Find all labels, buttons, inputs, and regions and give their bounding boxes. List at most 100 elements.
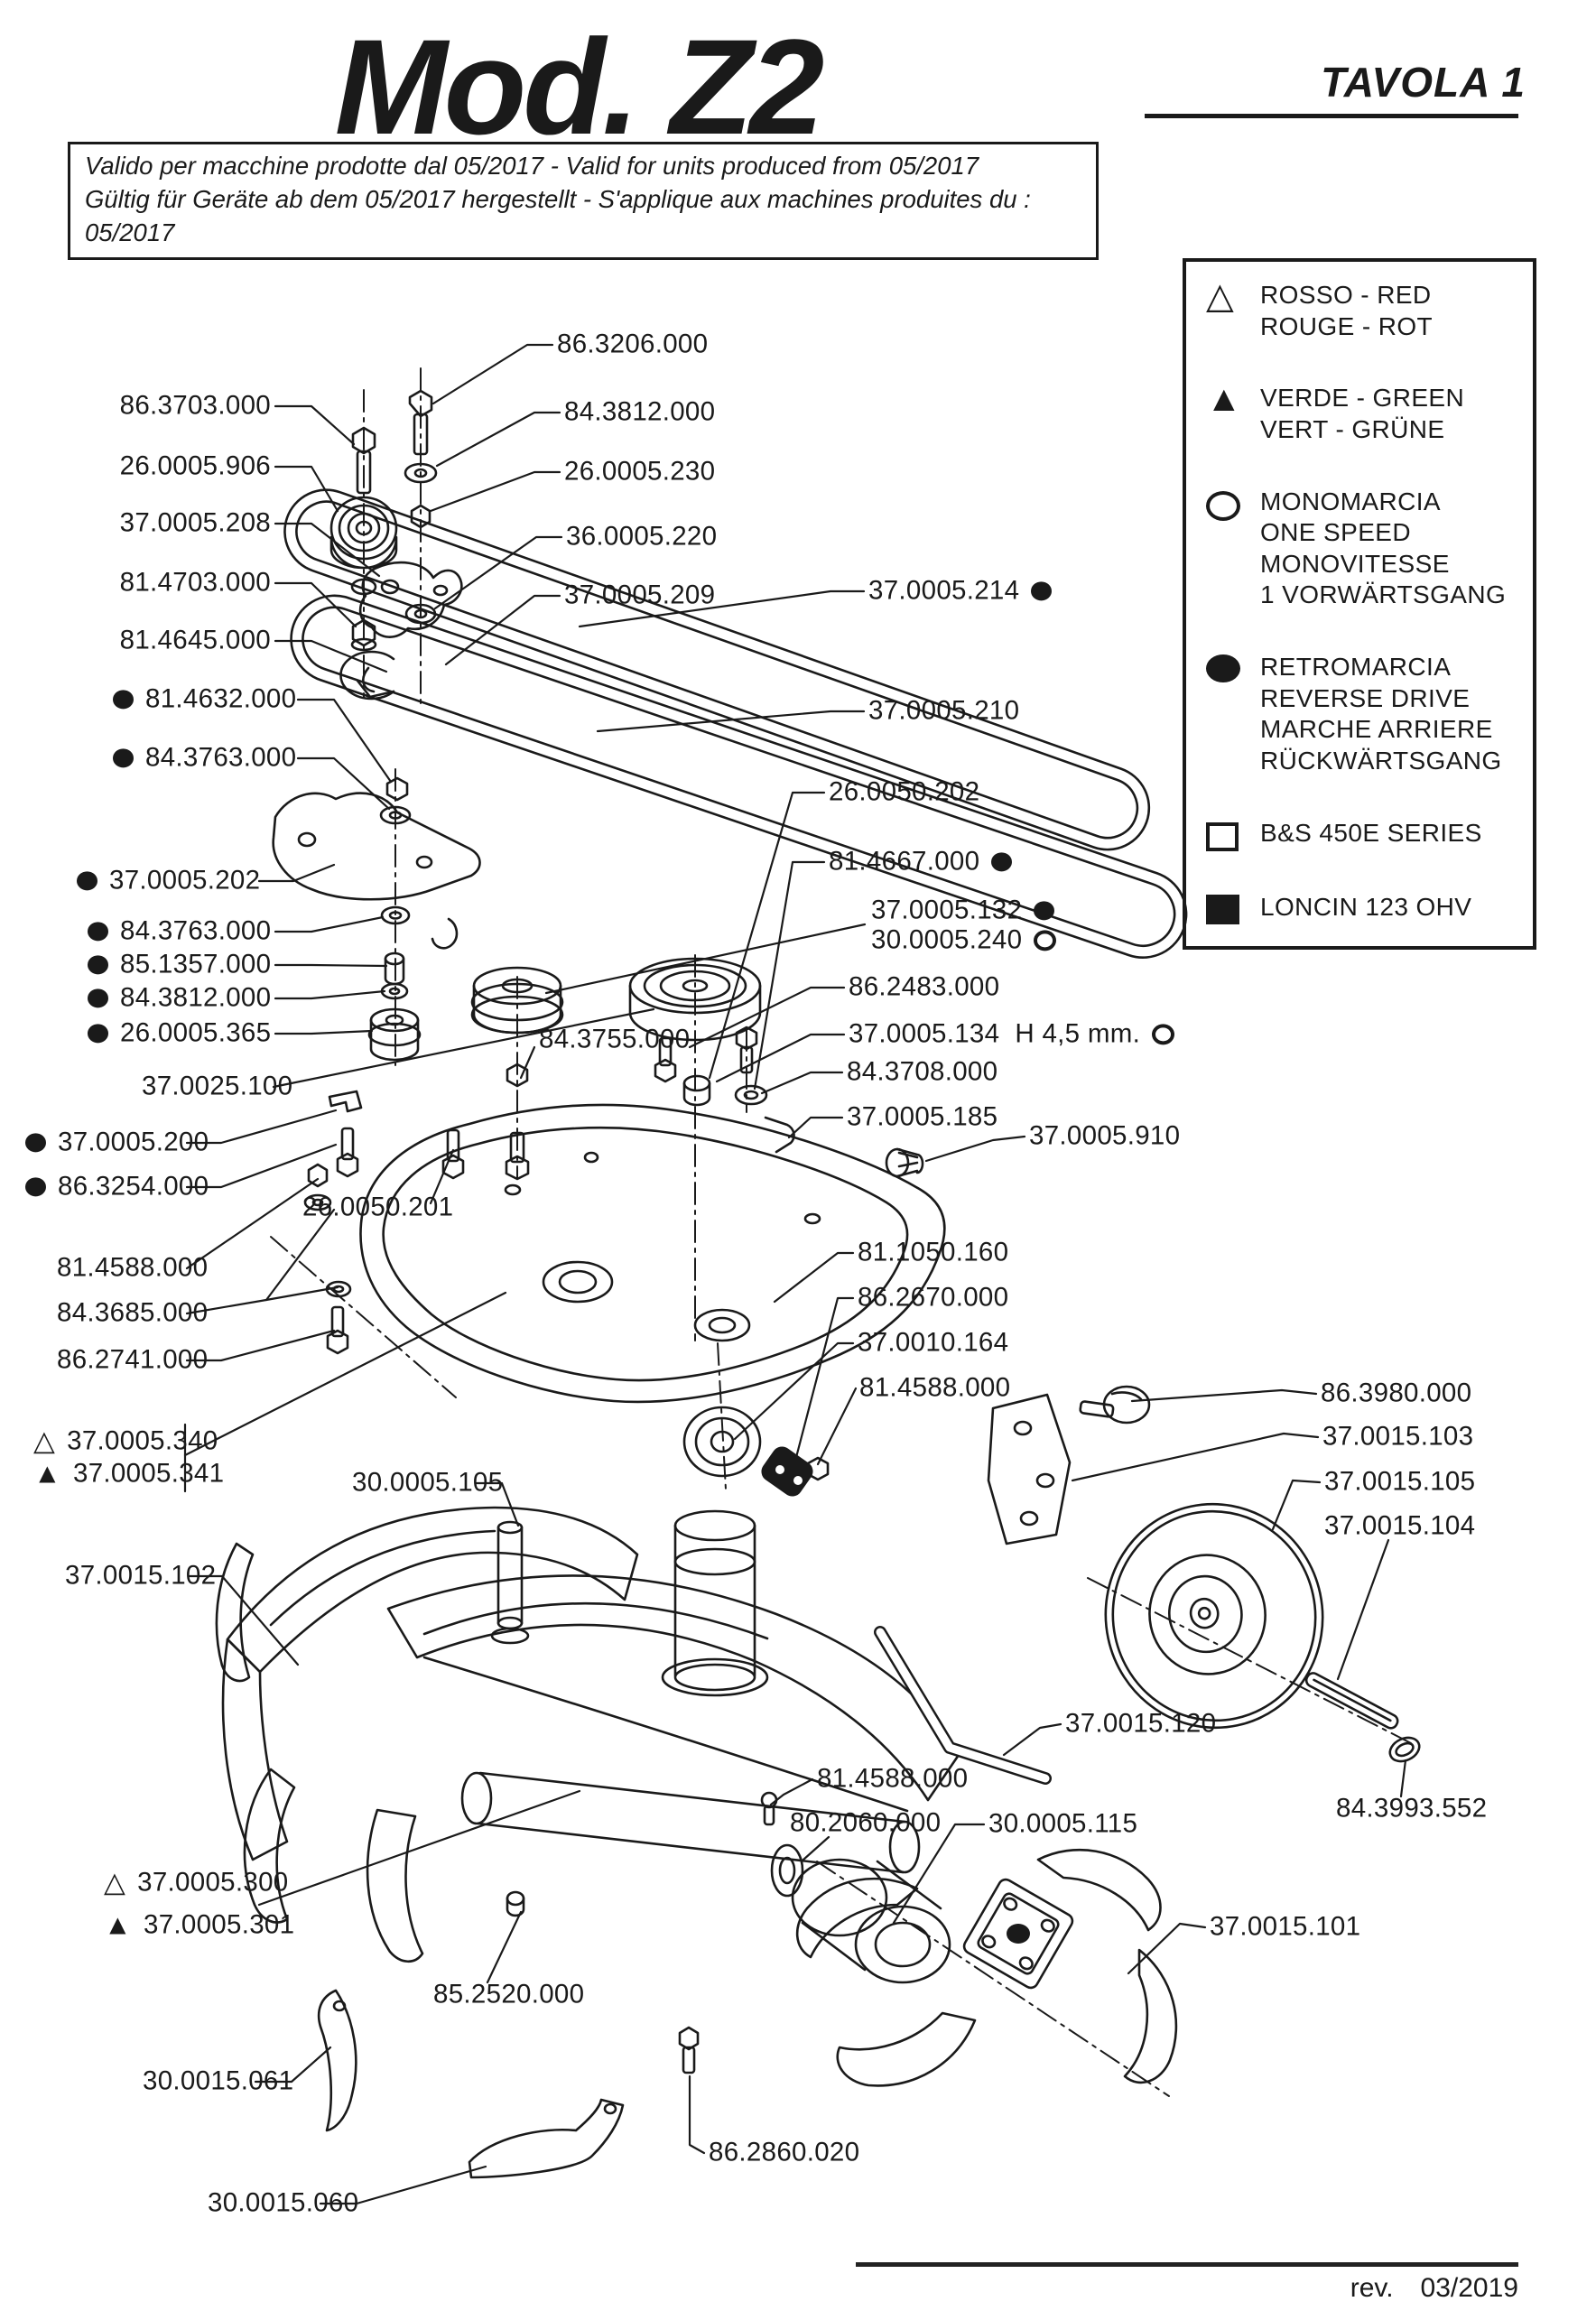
part-number-label: △ 37.0005.340 <box>33 1425 218 1456</box>
part-number-text: 81.1050.160 <box>858 1237 1009 1267</box>
part-number-text: 86.2860.020 <box>709 2137 860 2167</box>
filled-circle-icon <box>113 689 134 709</box>
part-number-label: 84.3812.000 <box>564 396 715 427</box>
part-number-label: 81.4588.000 <box>57 1252 208 1283</box>
part-number-text: 37.0005.208 <box>119 507 271 538</box>
part-number-label: 37.0005.210 <box>868 695 1019 726</box>
part-number-text: 84.3812.000 <box>564 396 716 427</box>
part-number-label: 81.4667.000 <box>829 846 1013 877</box>
part-number-label: 81.4588.000 <box>817 1763 968 1794</box>
part-number-label: 37.0025.100 <box>142 1071 292 1101</box>
legend-item-text: VERDE - GREEN VERT - GRÜNE <box>1260 384 1465 443</box>
legend-item: LONCIN 123 OHV <box>1206 892 1524 924</box>
legend-item-text: B&S 450E SERIES <box>1260 818 1482 847</box>
part-number-label: 37.0005.209 <box>564 580 715 610</box>
legend-item: △ ROSSO - RED ROUGE - ROT <box>1206 276 1524 342</box>
part-number-label: ▲ 37.0005.341 <box>33 1458 224 1489</box>
part-number-text: 37.0005.210 <box>868 695 1020 726</box>
page-title: Mod. Z2 <box>334 11 825 162</box>
part-number-label: 26.0005.906 <box>120 450 271 481</box>
legend-item-text: LONCIN 123 OHV <box>1260 892 1472 921</box>
open-triangle-icon: △ <box>33 1425 56 1457</box>
legend-item: B&S 450E SERIES <box>1206 818 1524 851</box>
filled-circle-icon <box>991 851 1013 871</box>
filled-circle-icon <box>1031 580 1053 600</box>
revision-label: rev. <box>1350 2273 1394 2303</box>
part-number-label: 37.0005.200 <box>25 1127 209 1157</box>
part-number-text: 30.0005.240 <box>871 924 1023 955</box>
part-number-label: 37.0015.104 <box>1324 1510 1475 1541</box>
part-number-text: 37.0015.103 <box>1322 1421 1474 1452</box>
part-number-label: 37.0005.910 <box>1029 1120 1180 1151</box>
part-number-text: 26.0005.365 <box>120 1017 272 1048</box>
part-number-text: 86.2741.000 <box>57 1344 209 1375</box>
part-number-label: 81.4588.000 <box>859 1372 1010 1403</box>
open-square-icon <box>1206 821 1239 851</box>
filled-circle-icon <box>113 747 134 767</box>
leader-lines <box>183 343 1407 2205</box>
part-number-text: 37.0005.200 <box>58 1127 209 1157</box>
legend-item: MONOMARCIA ONE SPEED MONOVITESSE 1 VORWÄ… <box>1206 487 1524 611</box>
part-number-text: 37.0005.134 H 4,5 mm. <box>849 1018 1141 1049</box>
part-number-label: 30.0005.115 <box>988 1808 1137 1839</box>
transmission-pan <box>303 1090 946 1404</box>
part-number-text: 81.4645.000 <box>119 625 271 655</box>
part-number-label: 37.0015.120 <box>1065 1708 1216 1739</box>
part-number-label: 26.0005.365 <box>88 1017 271 1048</box>
filled-triangle-icon: ▲ <box>33 1457 61 1490</box>
part-number-label: 37.0010.164 <box>858 1327 1008 1358</box>
part-number-text: 26.0005.906 <box>119 450 271 481</box>
handle-bracket <box>987 1385 1151 1545</box>
part-number-text: 26.0050.201 <box>302 1192 454 1222</box>
part-number-text: 37.0015.102 <box>65 1560 217 1591</box>
part-number-text: 30.0005.115 <box>988 1808 1138 1839</box>
part-number-label: 84.3763.000 <box>113 742 296 773</box>
part-number-text: 86.3254.000 <box>58 1171 209 1202</box>
part-number-text: 37.0015.101 <box>1210 1911 1361 1942</box>
part-number-text: 81.4667.000 <box>829 846 980 877</box>
transport-wheel <box>1104 1502 1421 1763</box>
part-number-text: 37.0005.341 <box>72 1458 225 1489</box>
part-number-label: 37.0005.134 H 4,5 mm. <box>849 1018 1175 1049</box>
part-number-label: 84.3708.000 <box>847 1056 998 1087</box>
part-number-text: 37.0010.164 <box>858 1327 1009 1358</box>
filled-circle-icon <box>77 870 97 890</box>
part-number-label: 30.0015.061 <box>143 2065 293 2096</box>
part-number-text: 86.2670.000 <box>858 1282 1009 1313</box>
part-number-label: 37.0005.132 <box>871 895 1055 925</box>
part-number-text: 37.0005.301 <box>143 1909 295 1940</box>
part-number-text: 37.0005.340 <box>67 1425 218 1456</box>
part-number-label: 37.0015.101 <box>1210 1911 1360 1942</box>
part-number-text: 81.4588.000 <box>859 1372 1011 1403</box>
open-triangle-icon: △ <box>104 1866 126 1898</box>
tensioner-arm <box>272 776 481 1062</box>
part-number-label: 36.0005.220 <box>566 521 717 552</box>
part-number-text: 84.3708.000 <box>847 1056 998 1087</box>
part-number-label: 86.3980.000 <box>1321 1378 1471 1408</box>
part-number-text: 84.3763.000 <box>145 742 297 773</box>
legend-item: RETROMARCIA REVERSE DRIVE MARCHE ARRIERE… <box>1206 652 1524 776</box>
open-triangle-icon: △ <box>1206 276 1234 316</box>
part-number-text: 37.0005.910 <box>1029 1120 1181 1151</box>
filled-circle-icon <box>88 954 108 974</box>
part-number-text: 81.4588.000 <box>817 1763 969 1794</box>
part-number-label: 81.4703.000 <box>120 567 271 598</box>
part-number-text: 30.0015.060 <box>208 2187 359 2218</box>
part-number-label: 81.1050.160 <box>858 1237 1008 1267</box>
revision-value: 03/2019 <box>1420 2273 1518 2303</box>
part-number-label: 37.0005.185 <box>847 1101 998 1132</box>
part-number-label: 30.0005.240 <box>871 924 1057 955</box>
part-number-label: 84.3685.000 <box>57 1297 208 1328</box>
part-number-label: 37.0015.102 <box>65 1560 216 1591</box>
part-number-label: 30.0015.060 <box>208 2187 358 2218</box>
filled-circle-icon <box>88 988 108 1007</box>
part-number-label: 37.0015.105 <box>1324 1466 1475 1497</box>
open-circle-icon <box>1034 929 1057 951</box>
part-number-text: 37.0015.105 <box>1324 1466 1476 1497</box>
part-number-text: 81.4703.000 <box>119 567 271 598</box>
part-number-text: 37.0015.104 <box>1324 1510 1476 1541</box>
part-number-label: 85.2520.000 <box>433 1979 584 2009</box>
part-number-text: 81.4588.000 <box>57 1252 209 1283</box>
legend-item-text: ROSSO - RED ROUGE - ROT <box>1260 281 1434 340</box>
